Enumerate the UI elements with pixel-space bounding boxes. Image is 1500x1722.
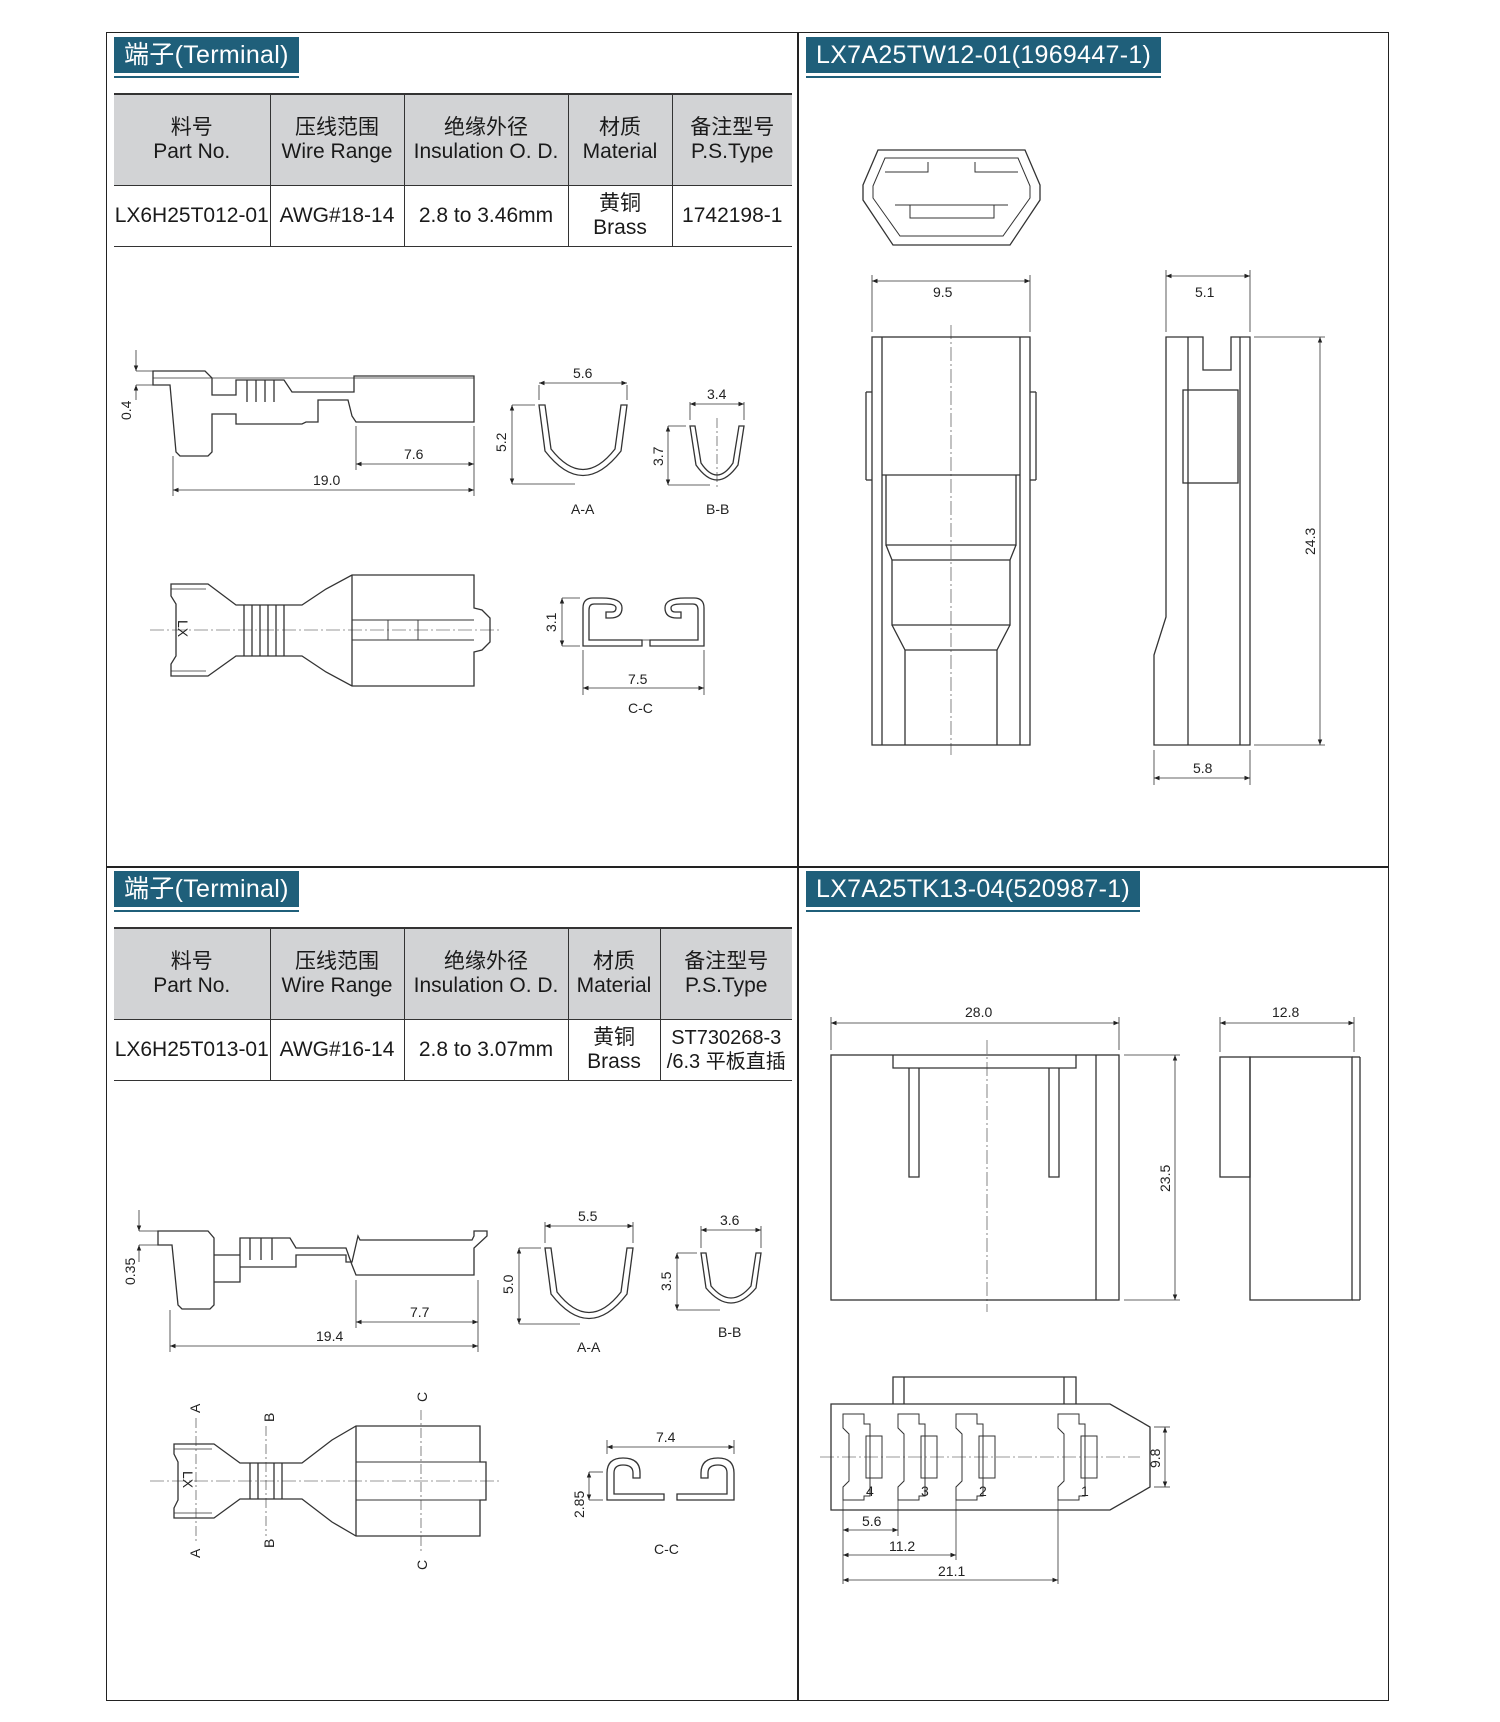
- panel-title-housing-tw12: LX7A25TW12-01(1969447-1): [806, 37, 1162, 78]
- terminal-1-side-view: [133, 350, 475, 496]
- pin-number: 3: [921, 1483, 929, 1499]
- section-label: B-B: [718, 1324, 741, 1340]
- section-label: A-A: [577, 1339, 601, 1355]
- dim-text: 12.8: [1272, 1004, 1299, 1020]
- dim-text: 7.5: [628, 671, 648, 687]
- dim-text: 3.5: [658, 1271, 674, 1291]
- dim-text: 0.4: [118, 400, 134, 420]
- terminal-2-section-cc: [586, 1440, 735, 1501]
- housing-tk13-front-view: [830, 1017, 1180, 1312]
- terminal-mark: LX: [180, 1471, 196, 1489]
- dim-text: 3.4: [707, 386, 727, 402]
- dim-text: 5.2: [493, 432, 509, 452]
- terminal-1-section-bb: [665, 401, 745, 490]
- pin-number: 1: [1081, 1483, 1089, 1499]
- dim-text: 21.1: [938, 1563, 965, 1579]
- sheet-divider-horizontal: [106, 866, 1389, 868]
- housing-tw12-end-view: [862, 149, 1041, 246]
- panel-title-terminal-1: 端子(Terminal): [114, 37, 299, 78]
- dim-text: 5.6: [862, 1513, 882, 1529]
- terminal-2-section-bb: [674, 1226, 762, 1311]
- section-label: B-B: [706, 501, 729, 517]
- cell-wire-range: AWG#16-14: [269, 1019, 404, 1081]
- terminal-1-top-view: [150, 574, 500, 687]
- section-cut-marker: C: [414, 1560, 430, 1570]
- panel-title-housing-tk13: LX7A25TK13-04(520987-1): [806, 871, 1141, 912]
- dim-text: 3.7: [650, 446, 666, 466]
- terminal-2-side-view: [136, 1210, 488, 1352]
- pin-number: 4: [866, 1483, 874, 1499]
- dim-text: 19.4: [316, 1328, 343, 1344]
- housing-tw12-side-view: [1153, 270, 1325, 785]
- section-cut-marker: B: [261, 1413, 277, 1422]
- cell-part-no: LX6H25T012-01: [114, 185, 270, 247]
- terminal-1-section-cc: [559, 597, 705, 695]
- dim-text: 7.4: [656, 1429, 676, 1445]
- section-cut-marker: C: [414, 1392, 430, 1402]
- terminal-2-top-view: [150, 1410, 500, 1554]
- dim-text: 19.0: [313, 472, 340, 488]
- spec-table-row: LX6H25T012-01 AWG#18-14 2.8 to 3.46mm 黄铜…: [114, 185, 792, 247]
- spec-table-row: LX6H25T013-01 AWG#16-14 2.8 to 3.07mm 黄铜…: [114, 1019, 792, 1081]
- dim-text: 5.0: [500, 1274, 516, 1294]
- pin-number: 2: [979, 1483, 987, 1499]
- dim-text: 5.8: [1193, 760, 1213, 776]
- dim-text: 23.5: [1157, 1165, 1173, 1192]
- terminal-mark: LX: [175, 620, 191, 638]
- dim-text: 3.1: [543, 612, 559, 632]
- section-cut-marker: A: [187, 1548, 203, 1558]
- dim-text: 5.6: [573, 365, 593, 381]
- housing-tw12-front-view: [865, 275, 1037, 755]
- dim-text: 0.35: [122, 1258, 138, 1285]
- dim-text: 11.2: [889, 1538, 915, 1554]
- dim-text: 7.6: [404, 446, 424, 462]
- dim-text: 7.7: [410, 1304, 430, 1320]
- dim-text: 28.0: [965, 1004, 992, 1020]
- dim-text: 5.1: [1195, 284, 1215, 300]
- dim-text: 9.8: [1147, 1448, 1163, 1468]
- cell-insulation: 2.8 to 3.07mm: [403, 1019, 568, 1081]
- dim-text: 5.5: [578, 1208, 598, 1224]
- housing-tk13-bottom-view: [820, 1376, 1170, 1584]
- dim-text: 24.3: [1302, 528, 1318, 555]
- section-label: C-C: [654, 1541, 679, 1557]
- housing-tk13-side-view: [1219, 1017, 1361, 1301]
- section-label: A-A: [571, 501, 595, 517]
- cell-part-no: LX6H25T013-01: [114, 1019, 270, 1081]
- panel-title-terminal-2: 端子(Terminal): [114, 871, 299, 912]
- dim-text: 3.6: [720, 1212, 740, 1228]
- section-cut-marker: A: [187, 1403, 203, 1413]
- terminal-2-section-aa: [516, 1222, 634, 1325]
- dim-text: 9.5: [933, 284, 953, 300]
- dim-text: 2.85: [571, 1491, 587, 1518]
- cell-ps-type: ST730268-3/6.3 平板直插: [659, 1019, 792, 1081]
- cell-wire-range: AWG#18-14: [269, 185, 404, 247]
- section-cut-marker: B: [261, 1539, 277, 1548]
- cell-ps-type: 1742198-1: [671, 185, 792, 247]
- cell-insulation: 2.8 to 3.46mm: [403, 185, 568, 247]
- section-label: C-C: [628, 700, 653, 716]
- terminal-1-section-aa: [509, 380, 628, 485]
